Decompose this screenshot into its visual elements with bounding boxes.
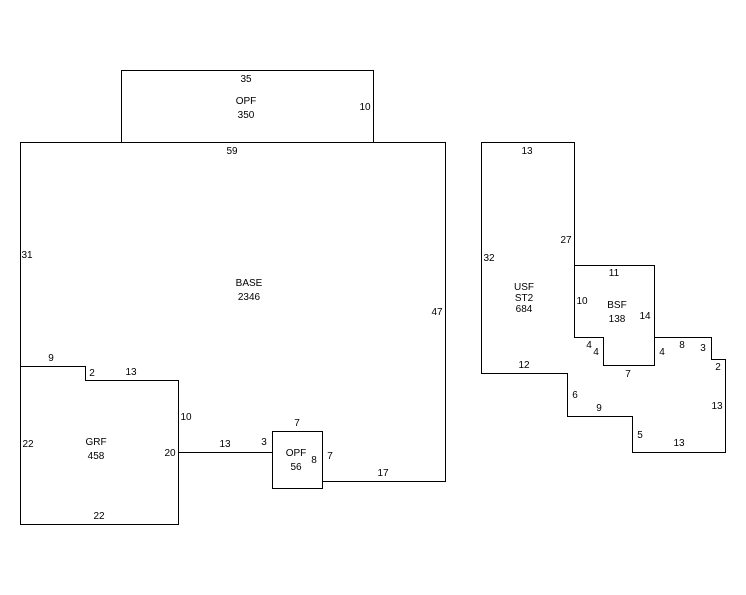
dim-label: 13 [711,401,723,412]
dim-label: 14 [639,311,651,322]
dim-label: 7 [625,369,631,380]
dim-label: 22 [93,511,105,522]
dim-label: 9 [596,403,602,414]
dim-label: 3 [700,343,706,354]
dim-label: 2 [715,362,721,373]
dim-label: 2 [89,368,95,379]
opf-top-area: 350 [238,110,255,121]
dim-label: 32 [483,253,495,264]
base-outline [20,142,446,482]
usf-sub: ST2 [515,293,534,304]
grf-area: 458 [88,451,105,462]
bsf-outline [574,265,655,366]
dim-label: 31 [21,250,33,261]
dim-label: 4 [593,347,599,358]
usf-area: 684 [516,304,533,315]
dim-label: 4 [586,340,592,351]
dim-label: 8 [311,455,317,466]
grf-outline [20,366,179,525]
dim-label: 7 [327,451,333,462]
dim-label: 22 [22,439,34,450]
dim-label: 13 [673,438,685,449]
dim-label: 13 [521,146,533,157]
dim-label: 13 [125,367,137,378]
dim-label: 9 [48,353,54,364]
opf-small-area: 56 [290,462,302,473]
dim-label: 11 [609,268,620,279]
dim-label: 47 [431,307,443,318]
dim-label: 8 [679,340,685,351]
dim-label: 35 [240,74,252,85]
dim-label: 12 [518,360,530,371]
dim-label: 27 [560,235,572,246]
dim-label: 3 [261,437,267,448]
bsf-area: 138 [609,314,626,325]
bsf-code: BSF [607,300,626,311]
usf-code: USF [514,282,534,293]
dim-label: 6 [572,390,578,401]
dim-label: 10 [576,296,588,307]
opf-top-code: OPF [236,96,257,107]
dim-label: 5 [637,430,643,441]
dim-label: 17 [377,468,389,479]
grf-code: GRF [85,437,106,448]
dim-label: 20 [164,448,176,459]
dim-label: 4 [659,347,665,358]
base-area: 2346 [238,292,261,303]
dim-label: 10 [180,412,192,423]
dim-label: 7 [294,418,300,429]
dim-label: 10 [359,102,371,113]
dim-label: 13 [219,439,231,450]
base-code: BASE [236,278,263,289]
usf-outline [481,142,726,453]
opf-small-outline [272,431,323,489]
dim-label: 59 [226,146,238,157]
opf-small-code: OPF [286,448,307,459]
